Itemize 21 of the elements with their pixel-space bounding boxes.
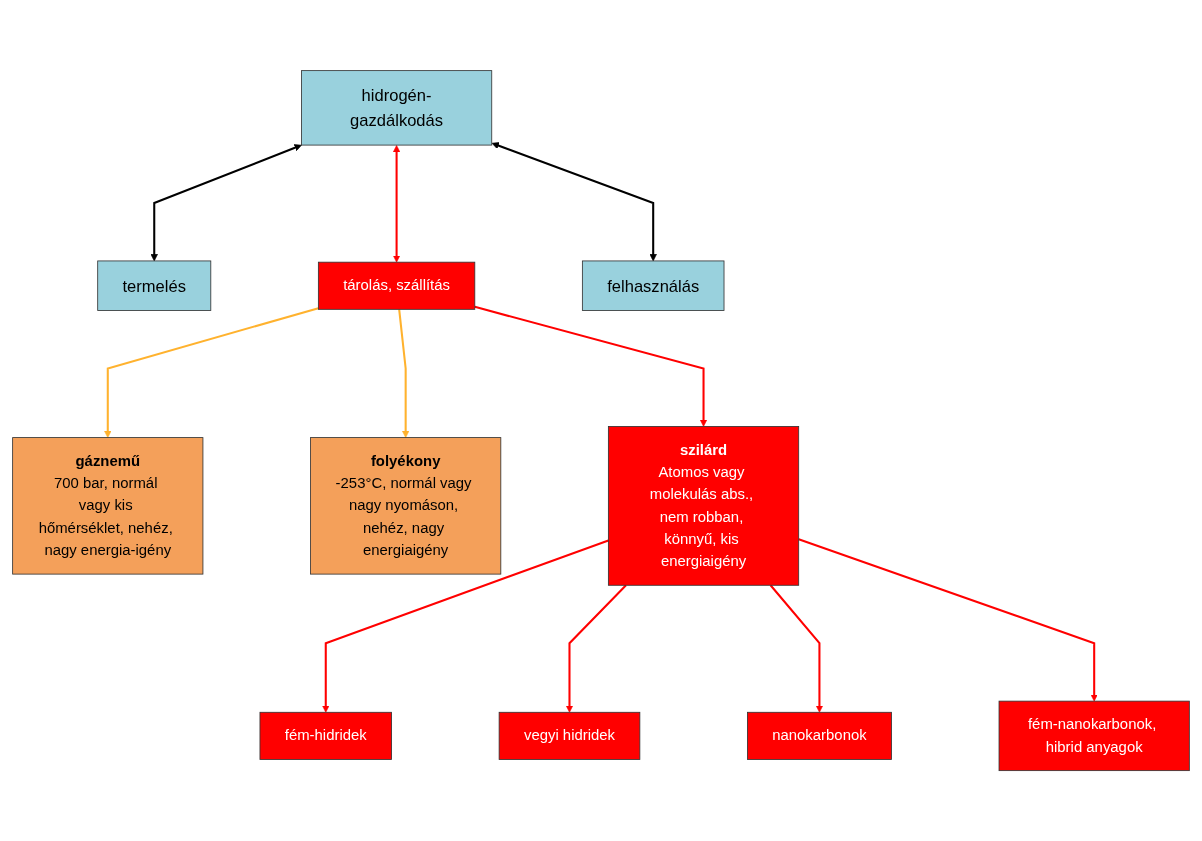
arrow <box>798 538 1098 702</box>
arrow <box>474 305 708 427</box>
arrow <box>392 144 401 263</box>
arrow <box>769 584 824 713</box>
arrow <box>491 142 657 262</box>
node-box: folyékony -253°C, normál vagy nagy nyomáson, nehéz, nagy energiaigény <box>310 437 502 575</box>
arrow <box>322 539 609 713</box>
node-box: termelés <box>97 260 212 311</box>
arrow <box>398 309 410 438</box>
node-box: szilárd Atomos vagy molekulás abs., nem robban, könnyű, kis energiaigény <box>608 425 800 586</box>
node-box: fém-nanokarbonok, hibrid anyagok <box>998 700 1190 771</box>
node-box: tárolás, szállítás <box>317 261 476 310</box>
arrow <box>150 144 302 262</box>
node-box: hidrogén-gazdálkodás <box>301 70 493 146</box>
node-box: gáznemű 700 bar, normál vagy kis hőmérséklet, nehéz, nagy energia-igény <box>12 437 204 575</box>
node-box: nanokarbonok <box>747 711 892 760</box>
node-box: felhasználás <box>581 260 725 311</box>
arrow <box>104 307 319 438</box>
node-box: fém-hidridek <box>259 711 392 760</box>
node-box: vegyi hidridek <box>498 711 641 760</box>
arrow <box>565 584 627 713</box>
